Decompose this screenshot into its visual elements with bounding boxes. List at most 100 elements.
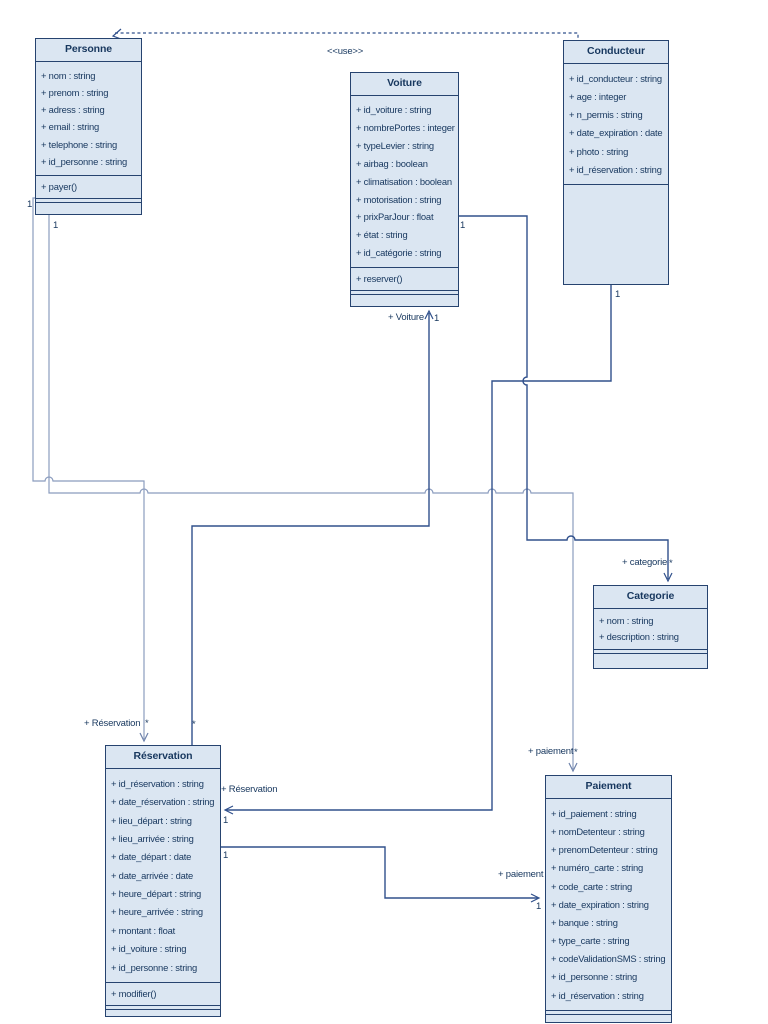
class-voiture[interactable]: Voiture + id_voiture : string + nombrePor… [350, 72, 459, 307]
association-reservation-paiement[interactable] [220, 846, 538, 899]
class-title: Conducteur [564, 41, 668, 64]
association-personne-paiement[interactable] [48, 215, 574, 769]
operations-compartment [564, 184, 668, 284]
attribute-row: + email : string [41, 121, 100, 133]
attribute-row: + id_voiture : string [356, 104, 432, 116]
empty-compartment [36, 198, 141, 214]
class-personne[interactable]: Personne + nom : string+ prenom : string… [35, 38, 142, 215]
operation-row: + payer() [41, 181, 77, 193]
attribute-row: + nombrePortes : integer [356, 122, 455, 134]
class-title: Paiement [546, 776, 671, 799]
empty-compartment [106, 1005, 220, 1016]
multiplicity-voiture-categorie-one: 1 [460, 220, 466, 231]
operations-compartment: + modifier() [106, 982, 220, 1005]
attribute-row: + nom : string [599, 615, 654, 627]
attribute-row: + lieu_arrivée : string [111, 833, 194, 845]
attribute-row: + id_personne : string [41, 155, 128, 167]
role-label-reservation: + Réservation [84, 718, 141, 729]
attribute-row: + heure_arrivée : string [111, 906, 203, 918]
attribute-row: + id_personne : string [551, 971, 638, 983]
attribute-row: + date_réservation : string [111, 796, 215, 808]
attribute-row: + heure_départ : string [111, 888, 201, 900]
attribute-row: + banque : string [551, 916, 618, 928]
attribute-row: + photo : string [569, 145, 629, 157]
class-title: Réservation [106, 746, 220, 769]
role-label-paiement-left: + paiement [498, 869, 544, 880]
attribute-row: + id_voiture : string [111, 943, 187, 955]
role-label-categorie: + categorie [622, 557, 668, 568]
attribute-row: + nomDetenteur : string [551, 825, 645, 837]
attribute-row: + prenomDetenteur : string [551, 844, 658, 856]
association-personne-reservation[interactable] [32, 197, 145, 739]
attributes-compartment: + id_conducteur : string+ age : integer+… [564, 64, 668, 184]
use-stereotype-label: <<use>> [327, 46, 364, 57]
attributes-compartment: + id_paiement : string + nomDetenteur : s… [546, 799, 671, 1010]
attribute-row: + motorisation : string [356, 193, 442, 205]
attribute-row: + lieu_départ : string [111, 814, 192, 826]
role-label-conducteur-reservation: + Réservation [221, 784, 278, 795]
multiplicity-categorie-star: * [669, 558, 673, 569]
empty-compartment [594, 649, 707, 668]
role-label-paiement-top: + paiement [528, 746, 574, 757]
reservation-top-arrowhead-icon [139, 732, 149, 743]
class-conducteur[interactable]: Conducteur + id_conducteur : string+ age… [563, 40, 669, 285]
paiement-left-arrowhead-icon [530, 893, 541, 903]
class-paiement[interactable]: Paiement + id_paiement : string + nomDete… [545, 775, 672, 1023]
class-title: Categorie [594, 586, 707, 609]
multiplicity-paiement-star: * [574, 747, 578, 758]
multiplicity-reservation-paiement-one: 1 [223, 850, 229, 861]
attributes-compartment: + nom : string+ prenom : string+ adress … [36, 62, 141, 175]
attribute-row: + nom : string [41, 69, 96, 81]
class-title: Personne [36, 39, 141, 62]
attribute-row: + codeValidationSMS : string [551, 953, 666, 965]
role-label-voiture: + Voiture [388, 312, 424, 323]
multiplicity-conducteur-reservation-one: 1 [223, 815, 229, 826]
empty-compartment [351, 290, 458, 306]
attribute-row: + typeLevier : string [356, 140, 434, 152]
class-reservation[interactable]: Réservation + id_réservation : string + d… [105, 745, 221, 1017]
attribute-row: + id_réservation : string [569, 163, 662, 175]
attribute-row: + état : string [356, 229, 408, 241]
attribute-row: + id_catégorie : string [356, 247, 442, 259]
attribute-row: + n_permis : string [569, 109, 643, 121]
reservation-right-arrowhead-icon [223, 805, 234, 815]
attributes-compartment: + nom : string+ description : string [594, 609, 707, 649]
operations-compartment: + reserver() [351, 267, 458, 290]
attribute-row: + id_réservation : string [111, 777, 204, 789]
attributes-compartment: + id_voiture : string + nombrePortes : in… [351, 96, 458, 267]
association-voiture-categorie[interactable] [456, 215, 669, 579]
use-dependency-line[interactable] [115, 32, 579, 38]
attribute-row: + climatisation : boolean [356, 175, 452, 187]
multiplicity-conducteur-one: 1 [615, 289, 621, 300]
class-title: Voiture [351, 73, 458, 96]
operations-compartment: + payer() [36, 175, 141, 198]
empty-compartment [546, 1010, 671, 1022]
categorie-top-arrowhead-icon [663, 572, 673, 583]
attribute-row: + numéro_carte : string [551, 862, 644, 874]
voiture-bottom-arrowhead-icon [424, 309, 434, 320]
association-conducteur-reservation[interactable] [226, 285, 612, 811]
attribute-row: + code_carte : string [551, 880, 633, 892]
attribute-row: + id_paiement : string [551, 807, 637, 819]
attribute-row: + date_expiration : date [569, 127, 663, 139]
multiplicity-reservation-voiture-star: * [192, 719, 196, 730]
attribute-row: + telephone : string [41, 138, 118, 150]
multiplicity-paiement-left-one: 1 [536, 901, 542, 912]
attribute-row: + id_personne : string [111, 961, 198, 973]
association-reservation-voiture[interactable] [191, 313, 430, 745]
attribute-row: + prixParJour : float [356, 211, 434, 223]
attribute-row: + type_carte : string [551, 935, 630, 947]
class-categorie[interactable]: Categorie + nom : string+ description : … [593, 585, 708, 669]
attribute-row: + date_expiration : string [551, 898, 649, 910]
multiplicity-personne-paiement: 1 [53, 220, 59, 231]
multiplicity-voiture-one: 1 [434, 313, 440, 324]
attribute-row: + date_départ : date [111, 851, 192, 863]
attribute-row: + adress : string [41, 104, 105, 116]
attribute-row: + airbag : boolean [356, 157, 428, 169]
attributes-compartment: + id_réservation : string + date_réservat… [106, 769, 220, 982]
attribute-row: + id_réservation : string [551, 989, 644, 1001]
operation-row: + reserver() [356, 273, 403, 285]
operation-row: + modifier() [111, 988, 157, 1000]
